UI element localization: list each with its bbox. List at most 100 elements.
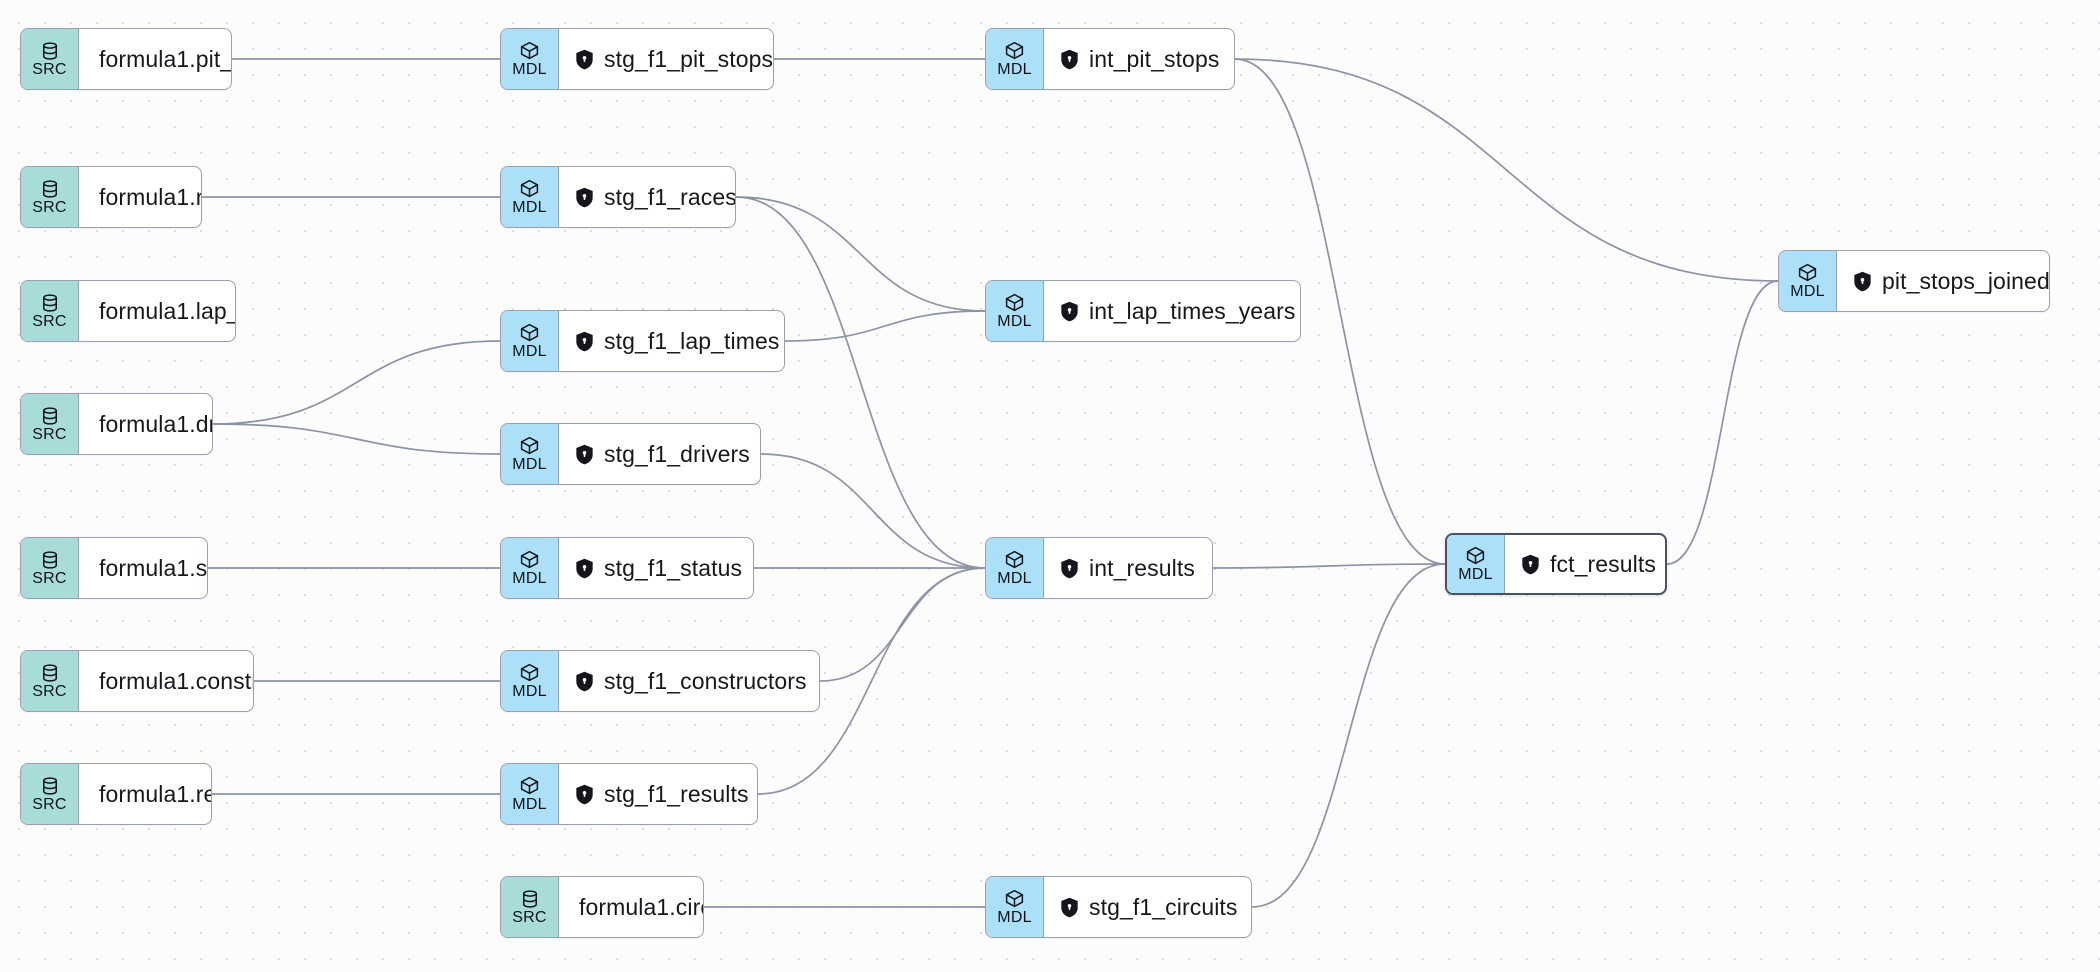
mdl-badge: MDL xyxy=(501,424,559,484)
mdl-badge: MDL xyxy=(986,29,1044,89)
badge-label: SRC xyxy=(32,425,67,443)
node-body: formula1.results xyxy=(79,764,211,824)
src-badge: SRC xyxy=(21,167,79,227)
src-badge: SRC xyxy=(501,877,559,937)
edge-stg_races-to-int_lap_times_years xyxy=(735,196,986,312)
node-src_pit_stops[interactable]: SRC formula1.pit_stops xyxy=(20,28,232,90)
shield-icon xyxy=(575,49,594,70)
node-body: stg_f1_lap_times xyxy=(559,311,784,371)
node-src_drivers[interactable]: SRC formula1.drivers xyxy=(20,393,213,455)
badge-label: MDL xyxy=(512,570,547,587)
node-body: int_results xyxy=(1044,538,1212,598)
node-stg_results[interactable]: MDL stg_f1_results xyxy=(500,763,758,825)
node-stg_drivers[interactable]: MDL stg_f1_drivers xyxy=(500,423,761,485)
badge-label: SRC xyxy=(32,312,67,330)
src-badge: SRC xyxy=(21,538,79,598)
database-icon xyxy=(40,550,60,570)
shield-icon xyxy=(1853,271,1872,292)
mdl-badge: MDL xyxy=(986,538,1044,598)
node-body: stg_f1_pit_stops xyxy=(559,29,774,89)
node-src_status[interactable]: SRC formula1.status xyxy=(20,537,208,599)
badge-label: MDL xyxy=(997,61,1032,78)
node-body: formula1.races xyxy=(79,167,201,227)
node-label: int_pit_stops xyxy=(1089,45,1220,72)
shield-icon xyxy=(1060,897,1079,918)
badge-label: MDL xyxy=(512,199,547,216)
node-body: stg_f1_circuits xyxy=(1044,877,1251,937)
shield-icon xyxy=(575,444,594,465)
node-label: stg_f1_drivers xyxy=(604,440,750,467)
edge-fct_results-to-pit_stops_joined xyxy=(1666,280,1779,565)
node-stg_status[interactable]: MDL stg_f1_status xyxy=(500,537,754,599)
edge-src_drivers-to-stg_drivers xyxy=(212,423,501,455)
edge-int_results-to-fct_results xyxy=(1212,563,1446,569)
shield-icon xyxy=(1521,554,1540,575)
node-label: formula1.lap_times xyxy=(99,297,236,324)
node-label: stg_f1_pit_stops xyxy=(604,45,774,72)
node-stg_lap_times[interactable]: MDL stg_f1_lap_times xyxy=(500,310,785,372)
badge-label: SRC xyxy=(512,908,547,926)
shield-icon xyxy=(1060,558,1079,579)
node-label: formula1.circuits xyxy=(579,893,703,920)
badge-label: MDL xyxy=(997,909,1032,926)
node-label: int_lap_times_years xyxy=(1089,297,1296,324)
cube-icon xyxy=(519,435,540,456)
database-icon xyxy=(40,293,60,313)
cube-icon xyxy=(1004,292,1025,313)
badge-label: MDL xyxy=(997,570,1032,587)
database-icon xyxy=(520,889,540,909)
node-stg_circuits[interactable]: MDL stg_f1_circuits xyxy=(985,876,1252,938)
edge-stg_constructors-to-int_results xyxy=(819,567,986,682)
node-body: fct_results xyxy=(1505,535,1665,593)
cube-icon xyxy=(1797,262,1818,283)
badge-label: SRC xyxy=(32,569,67,587)
node-src_circuits[interactable]: SRC formula1.circuits xyxy=(500,876,704,938)
node-label: stg_f1_results xyxy=(604,780,749,807)
edge-stg_races-to-int_results xyxy=(735,196,986,569)
cube-icon xyxy=(1004,888,1025,909)
mdl-badge: MDL xyxy=(501,538,559,598)
node-label: stg_f1_circuits xyxy=(1089,893,1238,920)
shield-icon xyxy=(1060,301,1079,322)
node-int_lap_times_years[interactable]: MDL int_lap_times_years xyxy=(985,280,1301,342)
node-stg_constructors[interactable]: MDL stg_f1_constructors xyxy=(500,650,820,712)
mdl-badge: MDL xyxy=(501,764,559,824)
shield-icon xyxy=(575,671,594,692)
cube-icon xyxy=(519,549,540,570)
node-int_results[interactable]: MDL int_results xyxy=(985,537,1213,599)
badge-label: MDL xyxy=(512,61,547,78)
node-int_pit_stops[interactable]: MDL int_pit_stops xyxy=(985,28,1235,90)
node-body: int_lap_times_years xyxy=(1044,281,1300,341)
cube-icon xyxy=(519,662,540,683)
src-badge: SRC xyxy=(21,29,79,89)
database-icon xyxy=(40,776,60,796)
node-src_results[interactable]: SRC formula1.results xyxy=(20,763,212,825)
badge-label: MDL xyxy=(512,343,547,360)
database-icon xyxy=(40,41,60,61)
node-body: stg_f1_status xyxy=(559,538,753,598)
mdl-badge: MDL xyxy=(986,281,1044,341)
node-body: formula1.constructors xyxy=(79,651,253,711)
node-stg_pit_stops[interactable]: MDL stg_f1_pit_stops xyxy=(500,28,774,90)
cube-icon xyxy=(1004,40,1025,61)
node-stg_races[interactable]: MDL stg_f1_races xyxy=(500,166,736,228)
node-label: formula1.pit_stops xyxy=(99,45,232,72)
badge-label: MDL xyxy=(512,683,547,700)
node-src_lap_times[interactable]: SRC formula1.lap_times xyxy=(20,280,236,342)
mdl-badge: MDL xyxy=(501,29,559,89)
badge-label: SRC xyxy=(32,795,67,813)
node-body: stg_f1_constructors xyxy=(559,651,819,711)
node-label: stg_f1_status xyxy=(604,554,743,581)
node-label: formula1.status xyxy=(99,554,208,581)
node-label: stg_f1_races xyxy=(604,183,736,210)
src-badge: SRC xyxy=(21,651,79,711)
node-body: formula1.drivers xyxy=(79,394,212,454)
badge-label: SRC xyxy=(32,60,67,78)
database-icon xyxy=(40,406,60,426)
